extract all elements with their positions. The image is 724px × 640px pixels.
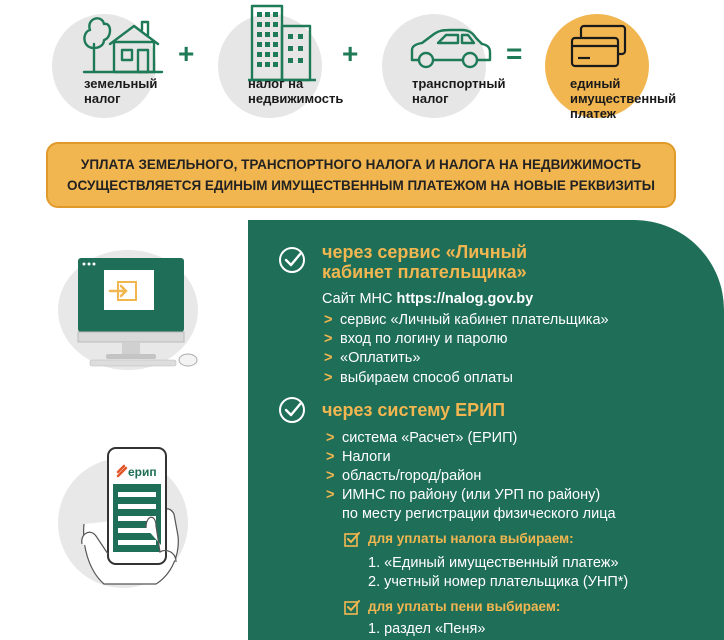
erip-heading: через систему ЕРИП [322,400,506,420]
computer-icon [77,258,198,367]
buildings-icon [248,4,316,82]
banner-line-1: УПЛАТА ЗЕМЕЛЬНОГО, ТРАНСПОРТНОГО НАЛОГА … [80,157,642,172]
house-tree-icon [82,17,164,74]
plus-sign: + [342,38,359,69]
site-url-link[interactable]: https://nalog.gov.by [396,291,534,307]
erip-step: система «Расчет» (ЕРИП) [326,429,517,448]
banner-line-2: ОСУЩЕСТВЛЯЕТСЯ ЕДИНЫМ ИМУЩЕСТВЕННЫМ ПЛАТ… [66,178,656,193]
penalty-item: 1. раздел «Пеня» [368,621,486,637]
cabinet-step: вход по логину и паролю [324,330,507,349]
penalty-sub-heading: для уплаты пени выбираем: [368,599,561,614]
tax-item: 2. учетный номер плательщика (УНП*) [368,574,629,590]
checkbox-check-icon [344,600,360,615]
erip-logo-text: ерип [128,465,157,479]
phone-hand-icon: ерип [81,447,179,585]
check-circle-icon [279,247,305,273]
transport-tax-circle [382,14,492,118]
cards-icon [570,24,627,68]
info-banner: УПЛАТА ЗЕМЕЛЬНОГО, ТРАНСПОРТНОГО НАЛОГА … [46,142,676,208]
erip-step: Налоги [326,448,391,467]
land-tax-circle [52,14,164,118]
plus-sign: + [178,38,195,69]
cabinet-step: «Оплатить» [324,349,420,368]
checkbox-check-icon [344,532,360,547]
equals-sign: = [506,38,523,69]
site-line: Сайт МНС https://nalog.gov.by [322,291,534,307]
cabinet-step: сервис «Личный кабинет плательщика» [324,311,609,330]
realty-tax-circle [218,4,322,118]
erip-step: область/город/район [326,467,481,486]
cabinet-step: выбираем способ оплаты [324,369,513,388]
tax-sub-heading: для уплаты налога выбираем: [368,531,574,546]
tax-item: 1. «Единый имущественный платеж» [368,555,619,571]
erip-step: ИМНС по району (или УРП по району) [326,486,600,505]
single-payment-circle [545,14,649,118]
erip-step-continuation: по месту регистрации физического лица [342,506,616,522]
car-icon [410,28,492,69]
check-circle-icon [279,397,305,423]
